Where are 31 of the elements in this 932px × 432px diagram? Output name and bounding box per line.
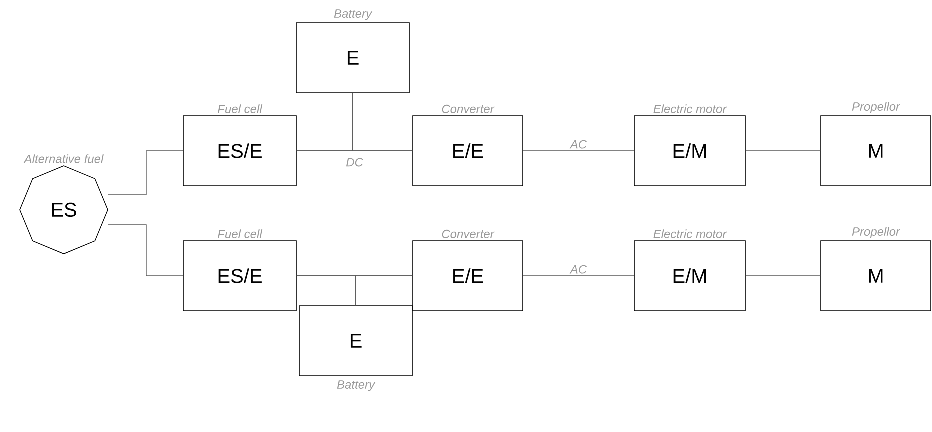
block-box: E/M	[634, 116, 746, 186]
edge-label: DC	[345, 157, 364, 168]
connector-line	[108, 224, 184, 276]
component-label: Converter	[442, 104, 495, 114]
block-box: ES/E	[183, 240, 297, 312]
connector-line	[746, 150, 821, 152]
block-box: M	[820, 116, 932, 186]
component-label: Converter	[442, 230, 495, 238]
component-label: Propellor	[852, 227, 900, 238]
block-box: ES/E	[183, 116, 297, 186]
component-label: Fuel cell	[218, 104, 263, 114]
connector-line	[356, 276, 413, 306]
component-label: Electric motor	[654, 230, 728, 238]
block-box: E/E	[412, 240, 524, 312]
component-label: Fuel cell	[218, 230, 263, 238]
block-box: E	[296, 22, 410, 94]
component-label: Battery	[337, 380, 376, 392]
block-box: E/M	[634, 240, 746, 312]
fuel-octagon: ES	[20, 166, 108, 254]
component-label: Battery	[334, 10, 373, 20]
connector-line	[352, 93, 413, 152]
component-label: Electric motor	[654, 104, 728, 114]
connector-line	[523, 150, 634, 152]
edge-label: AC	[569, 264, 588, 275]
component-label: Propellor	[852, 102, 900, 114]
block-box: E	[299, 306, 413, 376]
edge-label: AC	[569, 139, 588, 150]
connector-line	[108, 150, 184, 196]
block-box: E/E	[412, 116, 524, 186]
block-box: M	[820, 240, 932, 312]
component-label: Alternative fuel	[24, 154, 104, 164]
